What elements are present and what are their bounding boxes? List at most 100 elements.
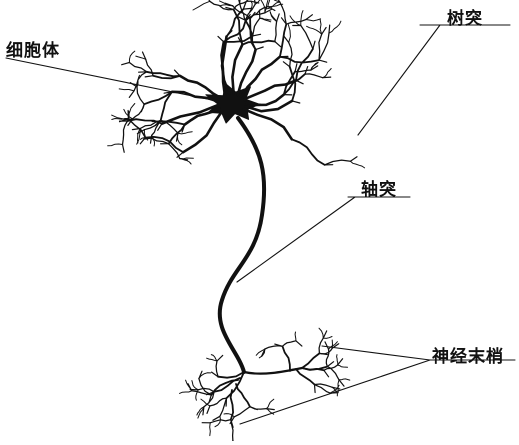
dendrite-branch — [145, 76, 153, 77]
nerve-ending-branch — [324, 370, 329, 377]
dendrite-branch — [307, 26, 322, 34]
dendrite-branch — [275, 22, 277, 42]
nerve-ending-branch — [266, 399, 273, 408]
dendrite-branch — [134, 72, 147, 91]
dendrite-branch — [153, 76, 180, 79]
nerve-ending-branch — [283, 341, 296, 347]
dendrite-branch — [289, 43, 292, 67]
label-dendrite: 树突 — [447, 4, 483, 29]
dendrite-branch — [320, 19, 322, 34]
dendrite-branch — [350, 161, 364, 168]
dendrite-branch — [123, 121, 128, 145]
dendrite-branch — [275, 42, 281, 47]
neuron — [108, 0, 365, 441]
nerve-ending-branch — [339, 380, 344, 386]
nerve-ending-branch — [339, 379, 350, 380]
dendrite-branch — [119, 89, 134, 91]
nerve-ending-branch — [207, 406, 210, 414]
dendrite-branch — [286, 20, 306, 25]
nerve-ending-branch — [327, 362, 333, 367]
nerve-ending-branch — [325, 342, 329, 349]
nerve-ending-branch — [315, 385, 316, 393]
nerve-ending-branch — [217, 355, 223, 361]
dendrite-branch — [292, 101, 300, 103]
dendrite-branch — [277, 14, 280, 22]
dendrite-branch — [322, 28, 326, 35]
dendrite-branch — [295, 64, 297, 72]
dendrite-branch — [260, 18, 271, 20]
nerve-ending-branch — [326, 349, 329, 367]
nerve-ending-branch — [231, 390, 234, 420]
label-cell-body: 细胞体 — [6, 36, 60, 61]
axon — [220, 118, 264, 372]
dendrite-branch — [290, 16, 301, 26]
nerve-ending-branch — [244, 368, 302, 374]
nerve-ending-branch — [234, 407, 250, 417]
nerve-ending-branch — [265, 346, 283, 349]
dendrite-branch — [256, 47, 264, 50]
nerve-ending-branch — [338, 359, 343, 365]
dendrite-branch — [323, 69, 332, 78]
nerve-ending-branch — [302, 353, 319, 368]
dendrite-branch — [325, 160, 351, 165]
dendrite-branch — [261, 0, 265, 13]
dendrite-branch — [268, 0, 270, 7]
dendrite-branch — [301, 26, 313, 49]
nerve-ending-branch — [216, 361, 218, 377]
dendrite-branch — [129, 91, 134, 98]
dendrite-branch — [129, 51, 134, 62]
dendrite-branch — [238, 0, 240, 4]
dendrite-branch — [280, 2, 287, 24]
dendrite-branch — [180, 159, 188, 160]
dendrite-branch — [301, 11, 303, 26]
nerve-ending-branch — [323, 331, 326, 338]
nerve-ending-branch — [250, 407, 257, 410]
dendrite-branch — [122, 63, 130, 65]
leader-line-ending-lower — [240, 360, 430, 424]
dendrite-branch — [141, 104, 144, 112]
nerve-ending-branch — [337, 355, 338, 365]
label-nerve-ending: 神经末梢 — [432, 342, 504, 367]
dendrite-branch — [280, 57, 319, 63]
nerve-ending-branch — [295, 332, 296, 341]
nerve-ending-branch — [319, 328, 323, 338]
nerve-ending-branch — [296, 369, 315, 385]
dendrite-branch — [283, 62, 289, 67]
label-axon: 轴突 — [361, 175, 397, 200]
dendrite-branch — [175, 70, 181, 76]
dendrite-branch — [313, 41, 315, 49]
dendrite-branch — [288, 25, 290, 43]
dendrite-branch — [319, 60, 327, 62]
leader-line-ending-upper — [322, 346, 430, 360]
nerve-ending-branch — [319, 348, 332, 354]
dendrite-branch — [350, 157, 357, 162]
dendrite-branch — [137, 87, 144, 104]
dendrite-branch — [218, 36, 224, 42]
dendrite-branch — [305, 74, 323, 78]
nerve-ending-branch — [192, 381, 198, 390]
dendrite-branch — [243, 8, 251, 9]
dendrite-branch — [242, 41, 274, 45]
dendrite-branch — [206, 0, 210, 1]
dendrite-branch — [329, 21, 341, 33]
dendrite-branch — [253, 34, 261, 36]
dendrite-branch — [108, 144, 123, 146]
nerve-ending-branch — [296, 341, 302, 346]
dendrite-branch — [193, 1, 210, 10]
nerve-ending-branch — [236, 384, 250, 407]
dendrite-branch — [129, 63, 146, 72]
dendrite-branch — [329, 25, 330, 33]
nerve-ending-branch — [180, 391, 192, 394]
dendrite-branch — [284, 36, 289, 42]
dendrite-branch — [292, 139, 325, 165]
nerve-ending-branch — [338, 365, 348, 367]
dendrite-branch — [253, 18, 260, 36]
nerve-ending-branch — [323, 337, 332, 339]
dendrite-branch — [133, 104, 145, 119]
dendrite-branch — [306, 19, 321, 21]
dendrite-branch — [323, 77, 331, 78]
dendrite-branch — [280, 24, 286, 57]
leader-line-dendrite — [358, 25, 440, 135]
